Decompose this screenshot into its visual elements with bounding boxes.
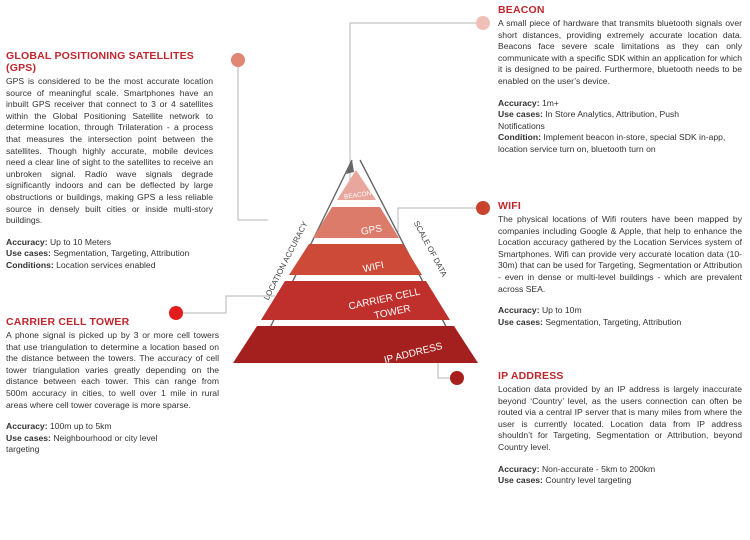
- beacon-usecases: Use cases: In Store Analytics, Attributi…: [498, 109, 680, 131]
- carrier-description: A phone signal is picked up by 3 or more…: [6, 330, 219, 410]
- gps-connector: [237, 60, 268, 221]
- gps-section: GLOBAL POSITIONING SATELLITES (GPS) GPS …: [6, 50, 213, 272]
- carrier-accuracy: Accuracy: 100m up to 5km: [6, 421, 112, 432]
- level-label-gps: GPS: [360, 223, 383, 238]
- gps-usecases: Use cases: Segmentation, Targeting, Attr…: [6, 248, 190, 259]
- carrier-title: CARRIER CELL TOWER: [6, 316, 130, 328]
- connector-lines: [176, 22, 483, 379]
- gps-dot: [231, 53, 245, 67]
- wifi-accuracy: Accuracy: Up to 10m: [498, 305, 582, 316]
- beacon-section: BEACON A small piece of hardware that tr…: [498, 4, 742, 156]
- level-label-beacon: BEACON: [344, 190, 372, 201]
- level-label-wifi: WIFI: [362, 260, 385, 275]
- gps-conditions: Conditions: Location services enabled: [6, 259, 156, 270]
- gps-description: GPS is considered to be the most accurat…: [6, 76, 213, 226]
- wifi-usecases: Use cases: Segmentation, Targeting, Attr…: [498, 316, 682, 327]
- carrier-section: CARRIER CELL TOWER A phone signal is pic…: [6, 316, 219, 456]
- carrier-dot: [169, 306, 183, 320]
- ip-title: IP ADDRESS: [498, 370, 564, 382]
- wifi-title: WIFI: [498, 200, 521, 212]
- ip-accuracy: Accuracy: Non-accurate - 5km to 200km: [498, 463, 656, 474]
- beacon-description: A small piece of hardware that transmits…: [498, 18, 742, 86]
- ip-dot: [450, 371, 464, 385]
- ip-usecases: Use cases: Country level targeting: [498, 475, 632, 486]
- wifi-description: The physical locations of Wifi routers h…: [498, 214, 742, 294]
- ip-description: Location data provided by an IP address …: [498, 384, 742, 452]
- beacon-dot: [476, 16, 490, 30]
- beacon-condition: Condition: Implement beacon in-store, sp…: [498, 132, 726, 154]
- pyramid-level-beacon: [337, 170, 376, 200]
- gps-title: GLOBAL POSITIONING SATELLITES (GPS): [6, 50, 195, 74]
- pyramid-level-carrier: [261, 281, 450, 320]
- pyramid-level-ip: [233, 326, 478, 363]
- beacon-accuracy: Accuracy: 1m+: [498, 97, 559, 108]
- beacon-connector: [349, 22, 483, 185]
- wifi-dot: [476, 201, 490, 215]
- carrier-usecases: Use cases: Neighbourhood or city level t…: [6, 432, 158, 455]
- carrier-connector: [176, 295, 275, 314]
- gps-accuracy: Accuracy: Up to 10 Meters: [6, 236, 112, 247]
- ip-section: IP ADDRESS Location data provided by an …: [498, 370, 742, 487]
- wifi-connector: [397, 207, 483, 232]
- wifi-section: WIFI The physical locations of Wifi rout…: [498, 200, 742, 328]
- pyramid-level-wifi: [289, 244, 422, 275]
- pyramid-level-gps: [313, 207, 399, 238]
- beacon-title: BEACON: [498, 4, 545, 16]
